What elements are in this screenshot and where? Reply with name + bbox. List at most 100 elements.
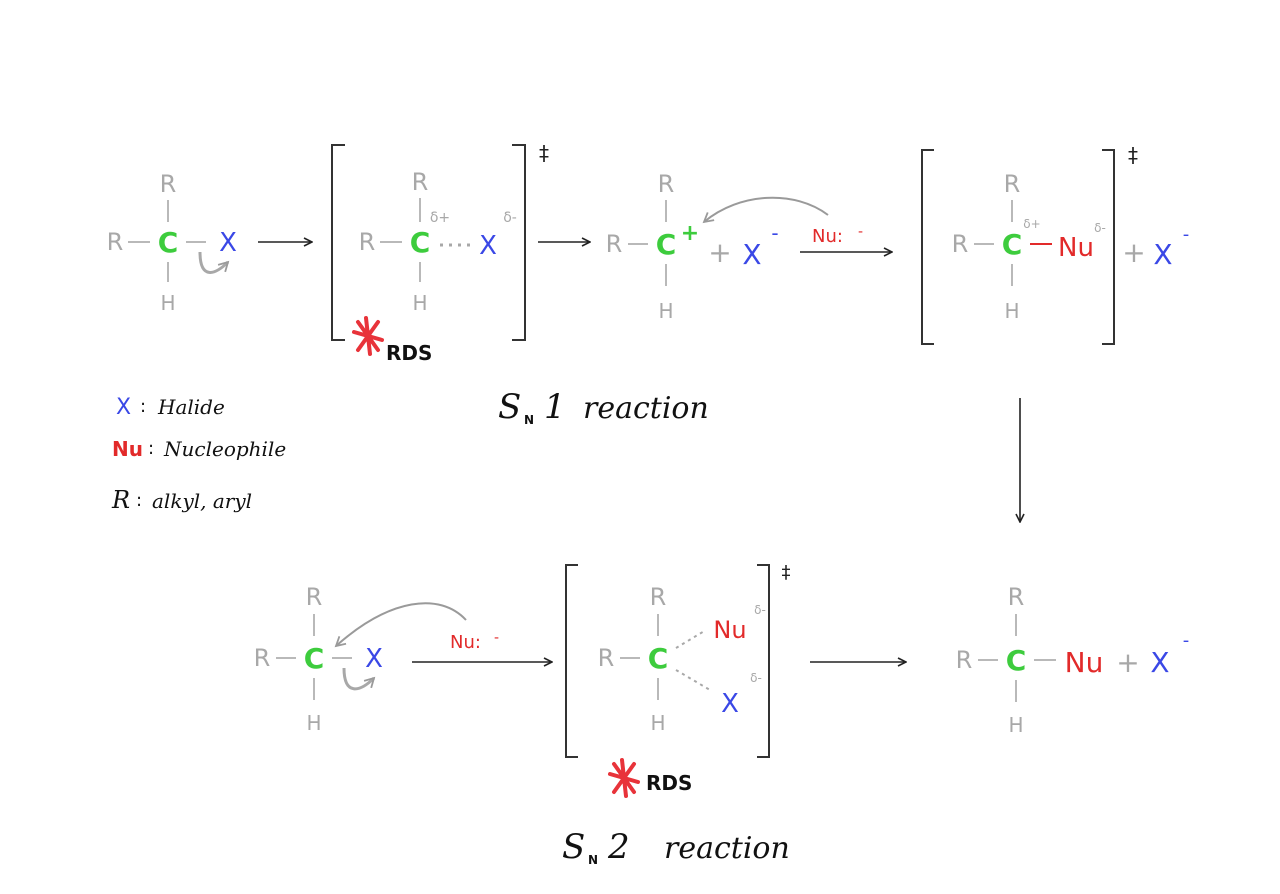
nucleophile-attack-arrow [702,196,829,224]
positive-charge: + [681,221,699,246]
halide-ion: X [1153,238,1172,271]
plus-sign: + [1122,236,1145,269]
partial-negative-nu: δ- [754,603,766,617]
legend: X : Halide Nu : Nucleophile R : alkyl, a… [111,395,286,514]
partial-negative-x: δ- [750,671,762,685]
halide-ion: X [742,238,761,271]
rds-label: RDS [386,341,432,365]
reagent-sn2: Nu: - [450,630,499,653]
reagent-charge: - [494,630,499,646]
legend-symbol-x: X [116,395,131,420]
atom-halide: X [365,644,383,674]
electron-push-arrow [342,667,376,691]
bracket-right [512,144,526,341]
atom-halide: X [479,231,497,261]
atom-r-left: R [254,644,271,672]
reagent-sn1: Nu: - [812,224,863,247]
title-s: S [562,827,585,867]
partial-negative: δ- [1094,221,1106,235]
atom-h: H [1008,713,1023,737]
sn2-title: S N 2 reaction [562,827,790,867]
atom-h: H [658,299,673,323]
atom-carbon: C [304,642,325,675]
nucleophile-reagent: Nu: [812,226,843,247]
sn1-title: S N 1 reaction [498,387,709,427]
halide-byproduct-sn1: + X - [1122,224,1189,271]
reagent-charge: - [858,224,863,240]
rds-label: RDS [646,771,692,795]
partial-bond-nu [675,629,707,649]
atom-h: H [650,711,665,735]
bracket-left [331,144,345,341]
legend-desc-nu: Nucleophile [163,437,286,461]
atom-nucleophile: Nu [1065,646,1104,679]
sn2-reactant: R R C X H [254,583,467,735]
negative-charge: - [1183,630,1190,651]
rds-star-icon [608,758,640,798]
negative-charge: - [771,221,778,245]
bracket-left [921,149,934,345]
title-word: reaction [583,391,709,426]
title-number: 1 [544,387,566,427]
partial-positive: δ+ [430,210,450,226]
atom-r-left: R [956,646,973,674]
partial-negative: δ- [503,210,517,226]
legend-desc-r: alkyl, aryl [152,489,252,513]
atom-h: H [306,711,321,735]
title-s: S [498,387,521,427]
plus-sign: + [708,236,731,269]
sn1-transition-state: ‡ R R C δ+ X δ- H [331,141,549,341]
atom-h: H [160,291,175,315]
sn1-product-state: ‡ R R C δ+ Nu δ- H [921,143,1138,345]
legend-symbol-r: R [111,486,130,514]
atom-r-top: R [658,170,675,198]
partial-bond-x [675,669,711,691]
legend-sep-nu: : [148,438,154,459]
title-word: reaction [664,831,790,866]
sn1-carbocation-intermediate: R R C + H + X - [606,170,829,323]
atom-r-left: R [952,230,969,258]
legend-sep-r: : [136,490,142,511]
atom-r-top: R [412,168,429,196]
atom-h: H [412,291,427,315]
sn2-product: R R C Nu H + X - [956,583,1190,737]
title-subscript: N [588,853,598,867]
legend-sep-x: : [140,396,146,417]
bracket-left [565,564,578,758]
atom-r-left: R [359,228,376,256]
atom-carbon: C [158,226,179,259]
bracket-right [1102,149,1115,345]
title-number: 2 [607,827,630,867]
atom-nucleophile: Nu [713,616,746,644]
dagger-symbol: ‡ [782,562,791,583]
sn2-transition-state: ‡ R R C Nu δ- X δ- H [565,562,791,758]
atom-r-top: R [160,170,177,198]
rds-marker-sn2: RDS [608,758,692,798]
atom-r-top: R [650,583,667,611]
atom-halide: X [219,228,237,258]
atom-carbon: C [648,642,669,675]
plus-sign: + [1116,646,1139,679]
atom-carbon: C [1002,228,1023,261]
atom-r-left: R [606,230,623,258]
atom-r-top: R [1004,170,1021,198]
rds-marker-sn1: RDS [352,316,432,365]
nucleophile-reagent: Nu: [450,632,481,653]
dagger-symbol: ‡ [539,141,549,165]
title-subscript: N [524,413,534,427]
atom-carbon: C [656,228,677,261]
partial-positive: δ+ [1023,217,1040,231]
atom-r-left: R [598,644,615,672]
atom-carbon: C [410,226,431,259]
legend-symbol-nu: Nu [112,437,143,461]
electron-push-arrow [198,251,230,274]
atom-r-top: R [1008,583,1025,611]
atom-nucleophile: Nu [1058,233,1094,263]
atom-r-left: R [107,228,124,256]
sn1-reactant: R R C X H [107,170,237,315]
nucleophile-attack-arrow [334,602,467,648]
dagger-symbol: ‡ [1128,143,1138,167]
halide-ion: X [1150,646,1169,679]
atom-h: H [1004,299,1019,323]
